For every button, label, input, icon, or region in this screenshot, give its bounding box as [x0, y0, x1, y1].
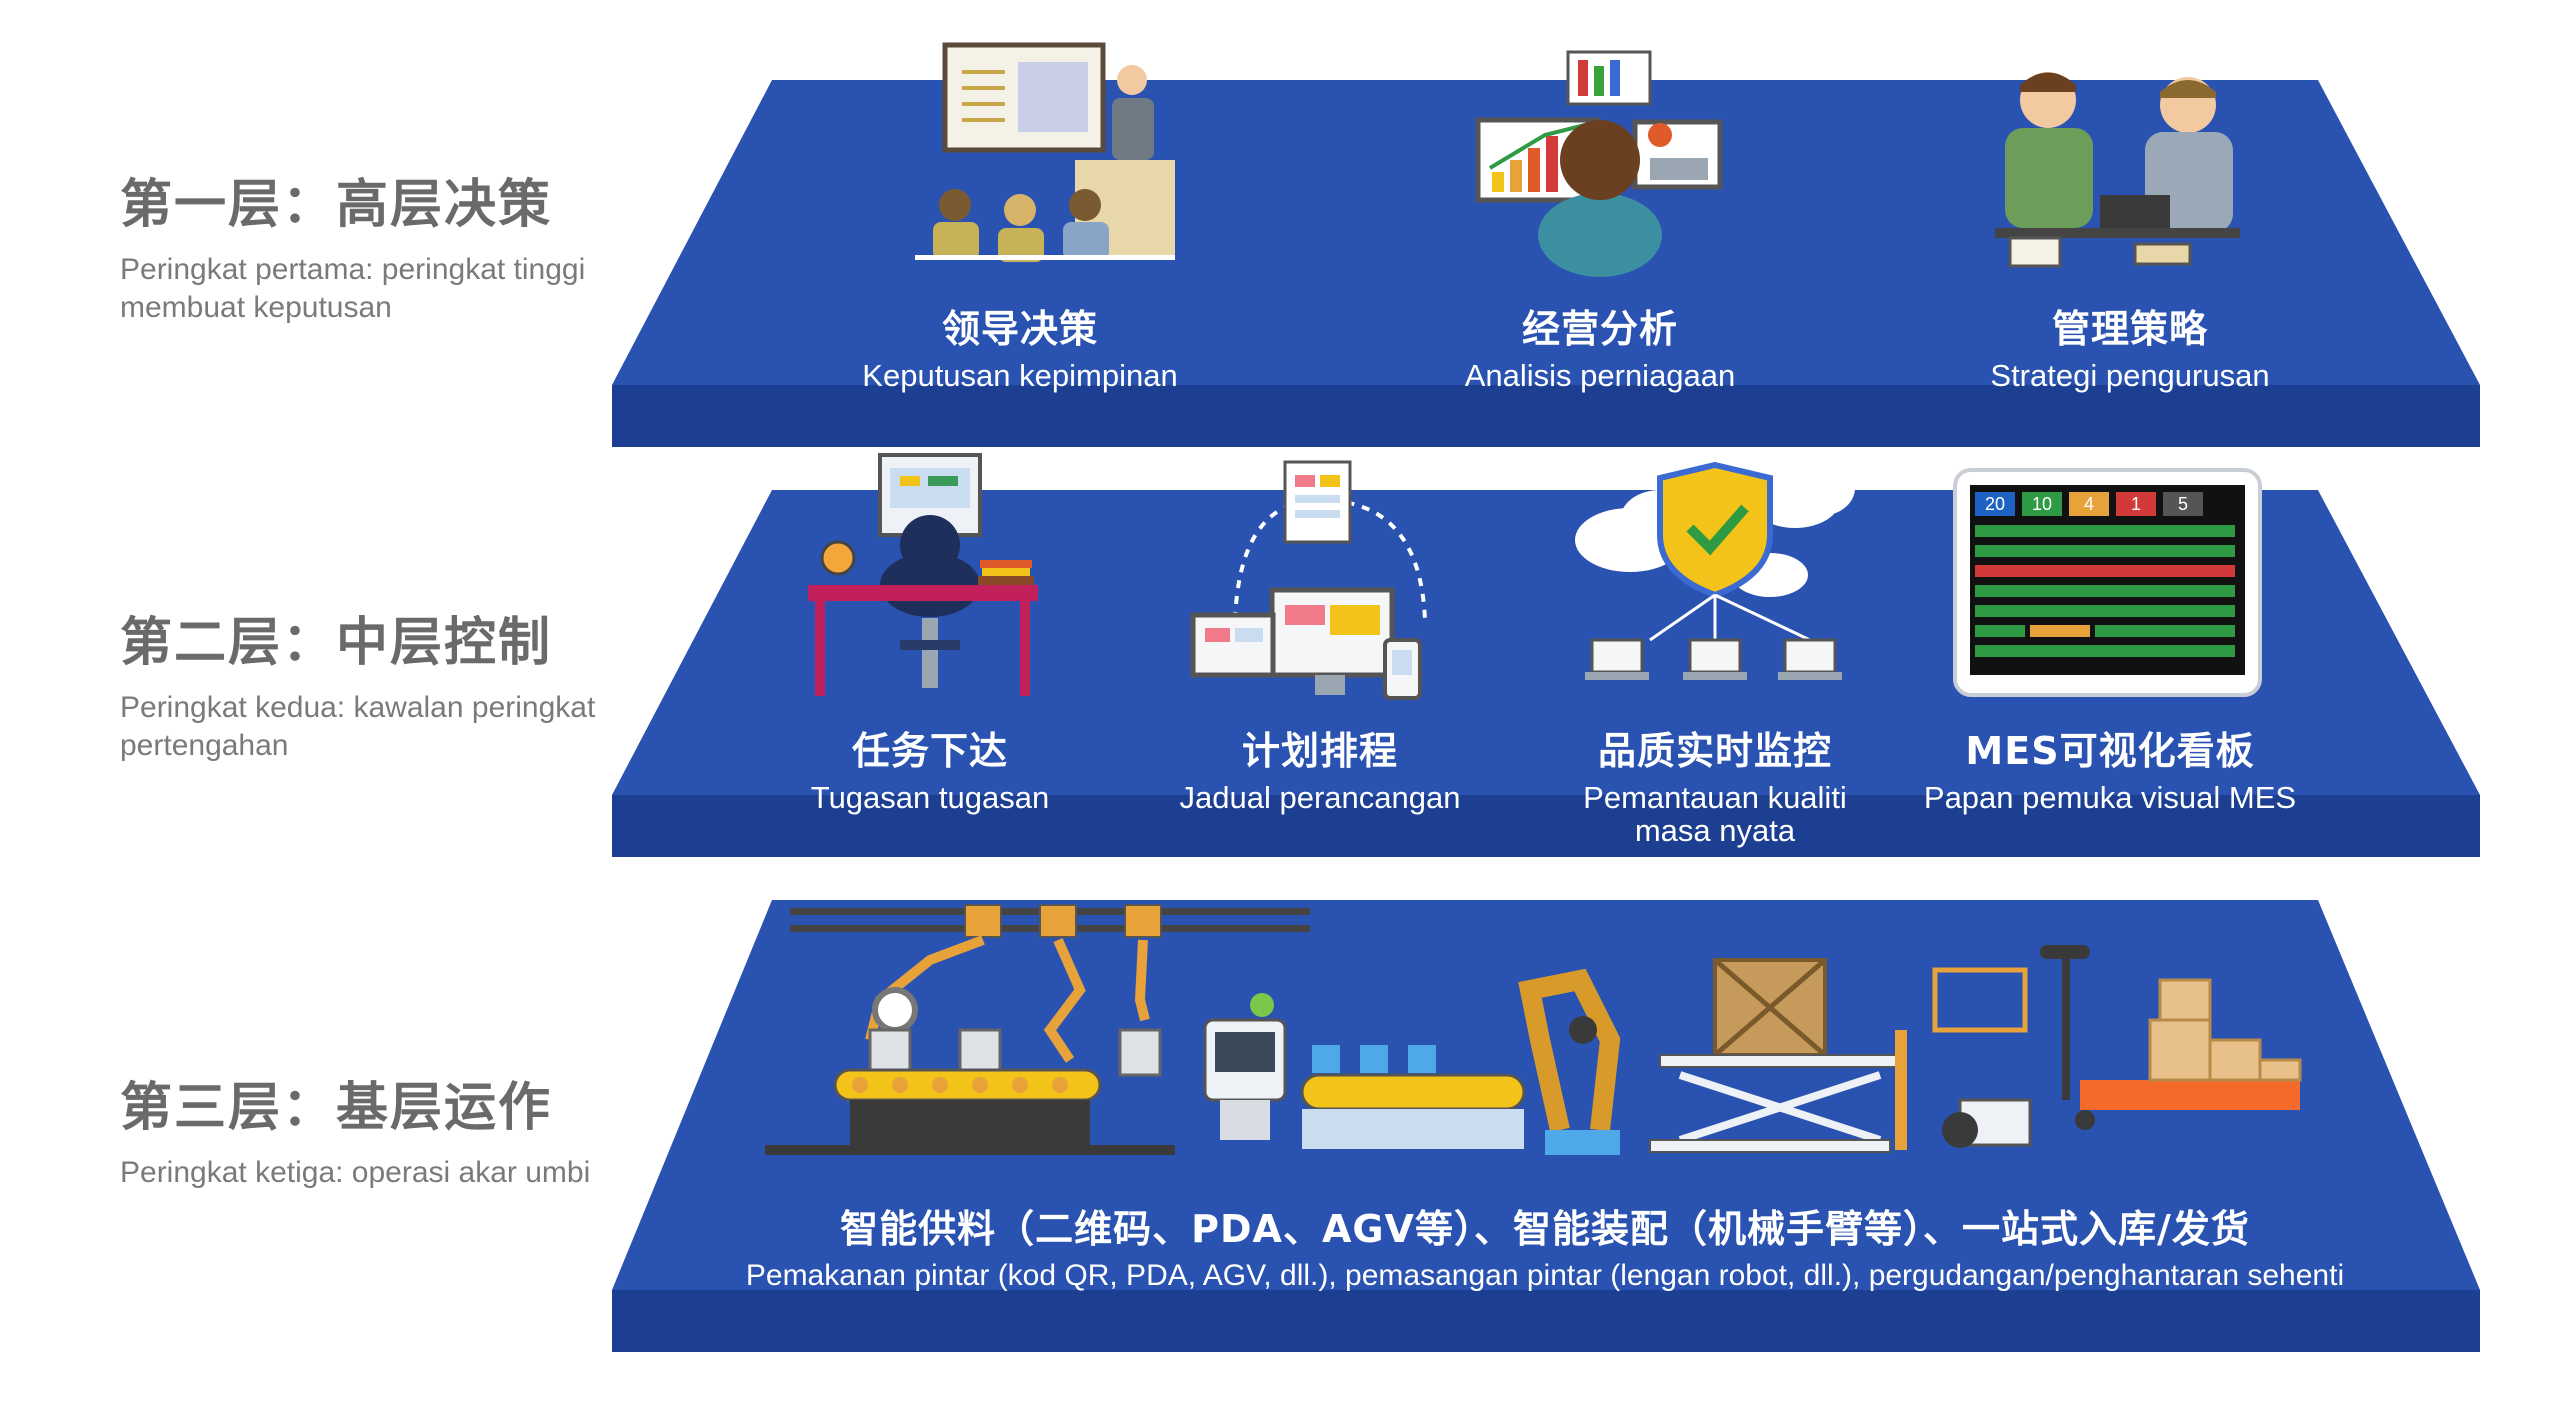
item-title-ms: Pemantauan kualiti masa nyata — [1583, 780, 1847, 848]
item-title-cn: 管理策略 — [2051, 307, 2208, 351]
item-title-cn: 领导决策 — [941, 307, 1098, 351]
item-mes-dashboard: MES可视化看板 Papan pemuka visual MES — [1905, 720, 2315, 814]
item-business-analysis: 经营分析 Analisis perniagaan — [1400, 298, 1800, 392]
layer-2-title: 第二层：中层控制 — [120, 613, 553, 673]
item-title-ms: Pemakanan pintar (kod QR, PDA, AGV, dll.… — [745, 1259, 2345, 1292]
item-title-ms: Strategi pengurusan — [1990, 358, 2270, 393]
item-title-cn: 品质实时监控 — [1597, 729, 1832, 773]
item-plan-scheduling: 计划排程 Jadual perancangan — [1160, 720, 1480, 814]
strategy-icon — [1995, 72, 2240, 268]
presentation-icon — [915, 42, 1175, 262]
item-management-strategy: 管理策略 Strategi pengurusan — [1930, 298, 2330, 392]
item-leadership-decision: 领导决策 Keputusan kepimpinan — [820, 298, 1220, 392]
production-line-icon — [765, 904, 1621, 1155]
pallet-truck-icon — [2040, 945, 2302, 1130]
layer-1-title: 第一层：高层决策 — [120, 175, 553, 235]
dashboard-number: 20 — [1985, 494, 2005, 514]
layer-1-label: 第一层：高层决策 Peringkat pertama: peringkat ti… — [120, 162, 680, 327]
analysis-icon — [1475, 50, 1723, 277]
item-quality-monitoring: 品质实时监控 Pemantauan kualiti masa nyata — [1565, 720, 1865, 847]
schedule-devices-icon — [1190, 460, 1427, 700]
layer-2-label: 第二层：中层控制 Peringkat kedua: kawalan pering… — [120, 600, 680, 765]
layer-3-subtitle: Peringkat ketiga: operasi akar umbi — [120, 1156, 591, 1189]
item-grassroots-operations: 智能供料（二维码、PDA、AGV等）、智能装配（机械手臂等）、一站式入库/发货 … — [640, 1198, 2450, 1292]
item-title-ms: Papan pemuka visual MES — [1923, 780, 2297, 815]
dashboard-number: 1 — [2131, 494, 2141, 514]
warehouse-lift-icon — [1649, 958, 2032, 1153]
mes-dashboard-icon: 20 10 4 1 5 — [1953, 468, 2262, 697]
layer-2-subtitle: Peringkat kedua: kawalan peringkat perte… — [120, 691, 596, 762]
item-title-ms: Tugasan tugasan — [810, 780, 1050, 815]
item-title-ms: Keputusan kepimpinan — [862, 358, 1178, 393]
quality-shield-icon — [1575, 460, 1855, 680]
item-title-cn: 智能供料（二维码、PDA、AGV等）、智能装配（机械手臂等）、一站式入库/发货 — [840, 1207, 2250, 1251]
dashboard-number: 10 — [2032, 494, 2052, 514]
item-task-issuing: 任务下达 Tugasan tugasan — [780, 720, 1080, 814]
dashboard-number: 5 — [2178, 494, 2188, 514]
item-title-cn: MES可视化看板 — [1965, 729, 2255, 773]
layer-3-label: 第三层：基层运作 Peringkat ketiga: operasi akar … — [120, 1065, 680, 1192]
item-title-cn: 计划排程 — [1241, 729, 1398, 773]
item-title-ms: Analisis perniagaan — [1464, 358, 1736, 393]
layer-3-title: 第三层：基层运作 — [120, 1078, 553, 1138]
item-title-cn: 任务下达 — [851, 729, 1008, 773]
dashboard-number: 4 — [2084, 494, 2094, 514]
item-title-ms: Jadual perancangan — [1179, 780, 1461, 815]
layer-1-subtitle: Peringkat pertama: peringkat tinggi memb… — [120, 253, 586, 324]
task-desk-icon — [808, 453, 1038, 696]
item-title-cn: 经营分析 — [1521, 307, 1678, 351]
